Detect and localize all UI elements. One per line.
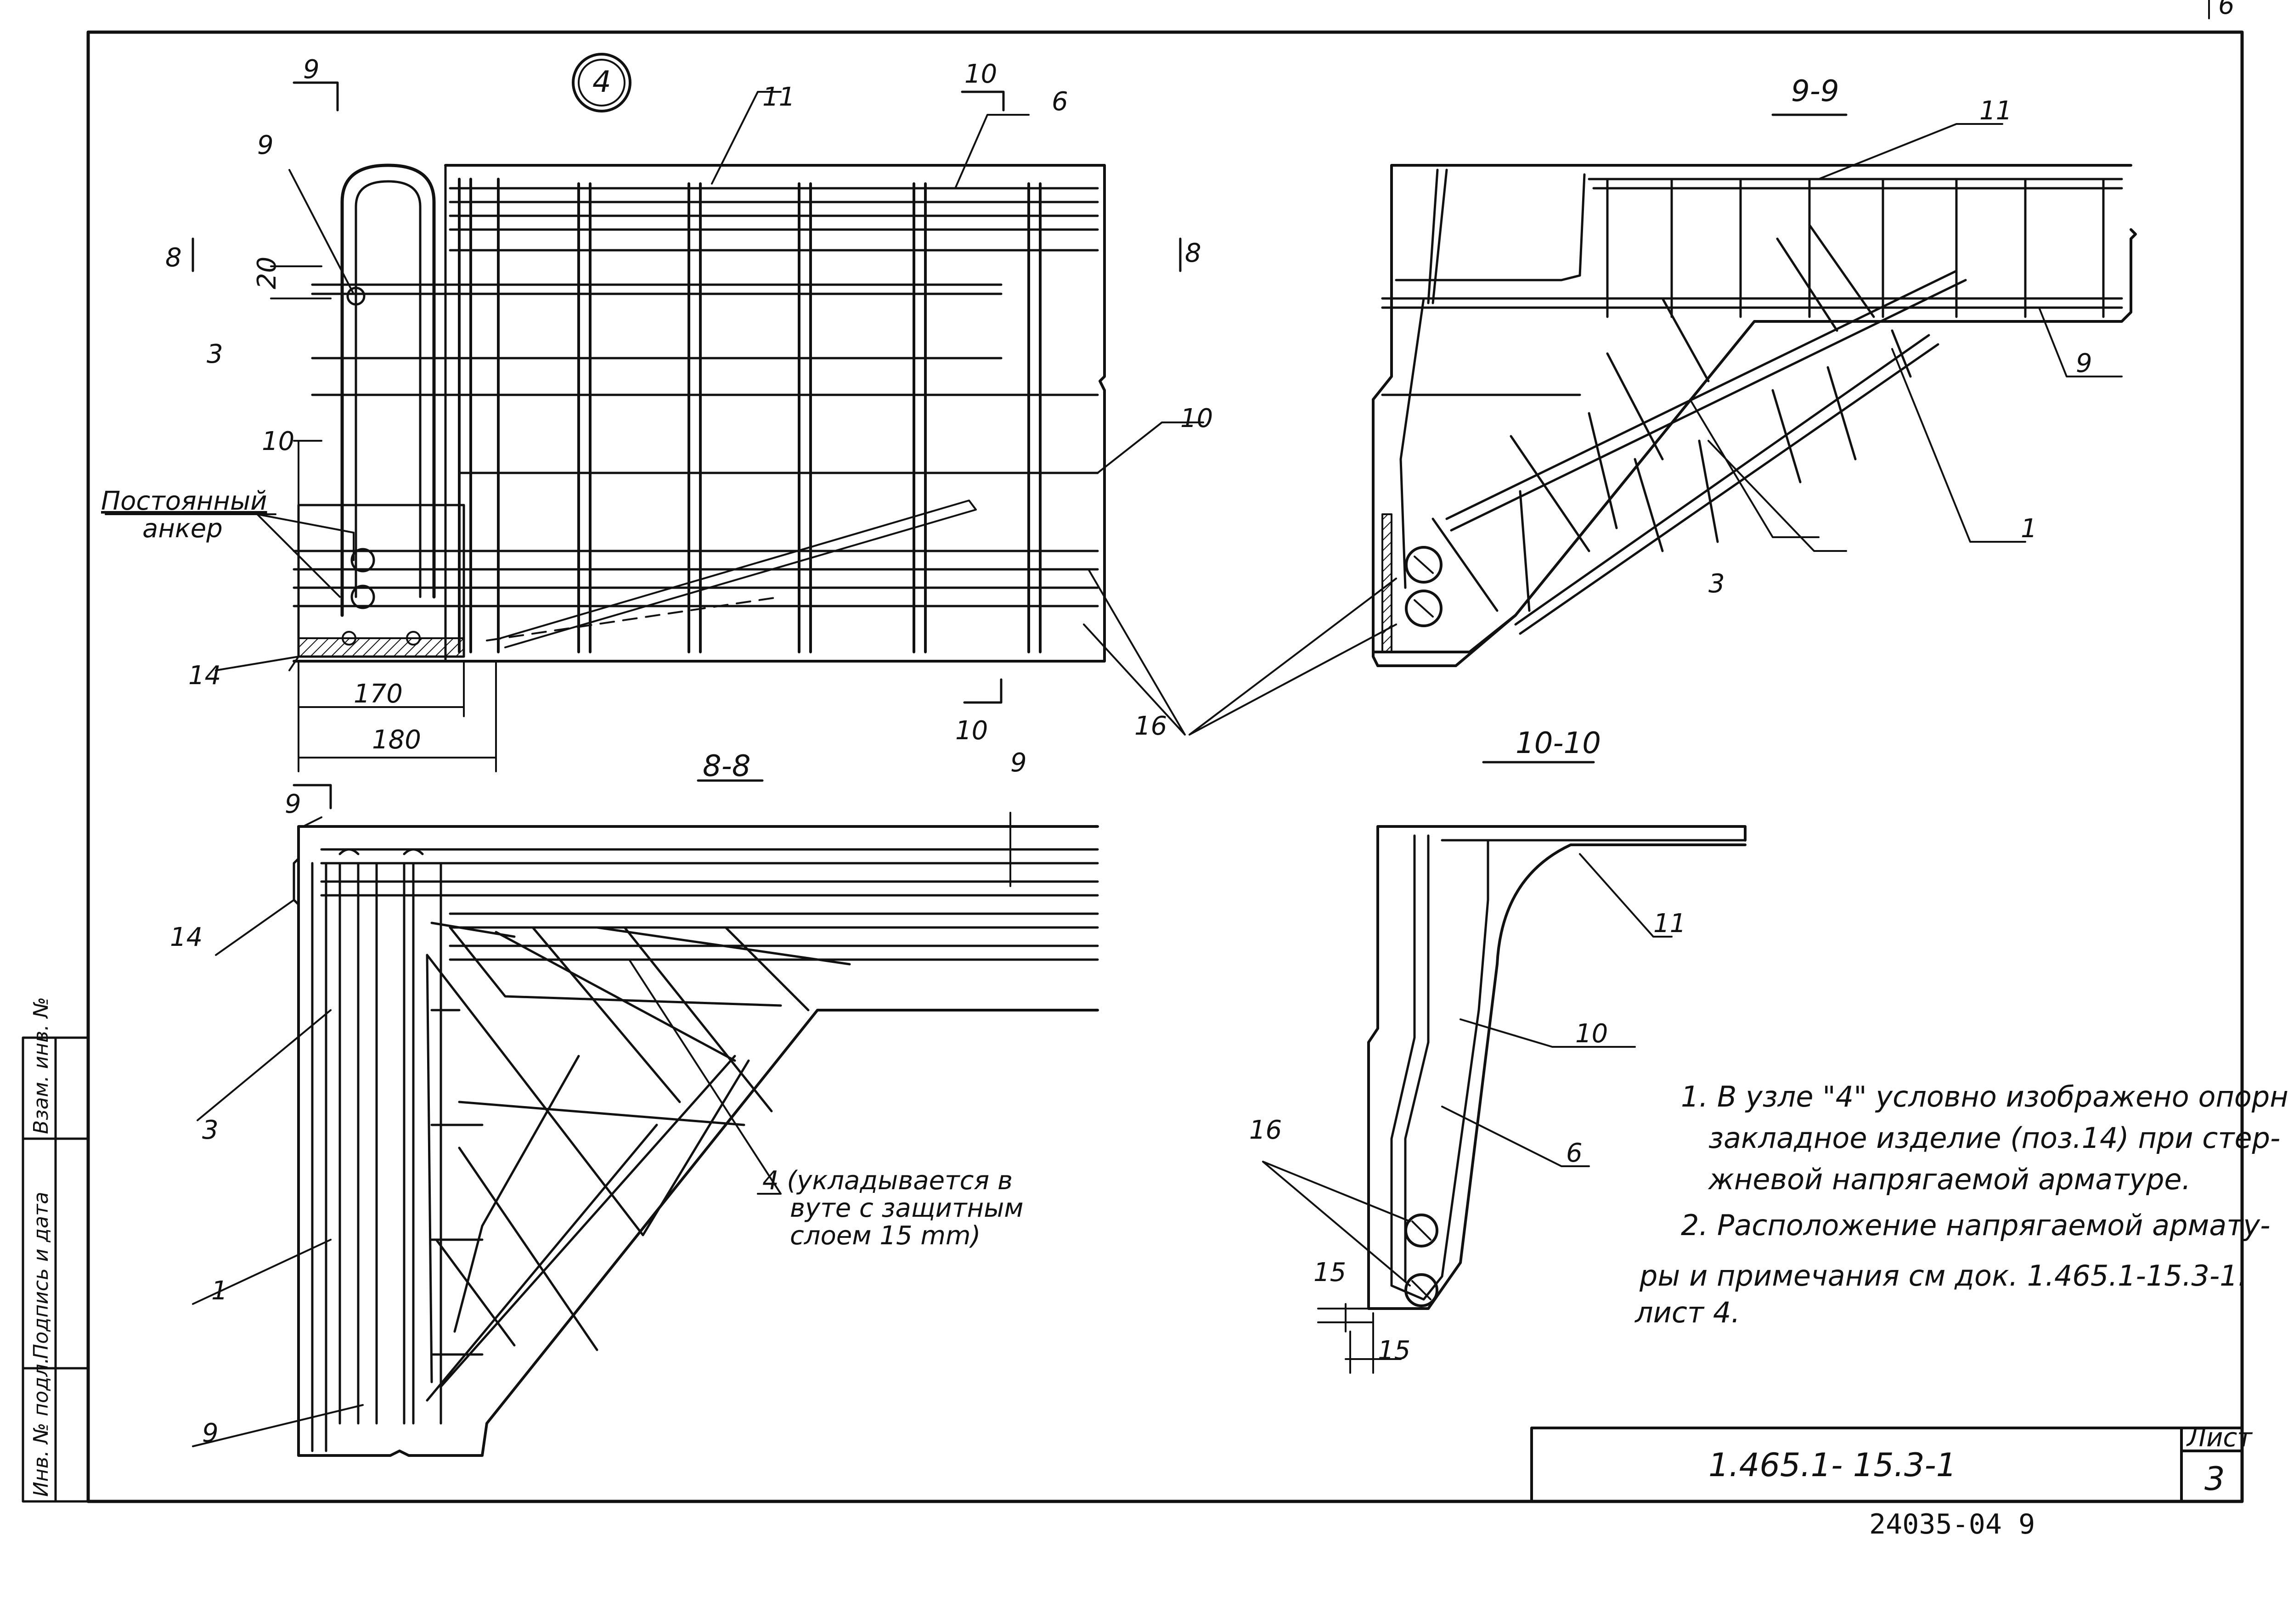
callout-6-s1010: 6 bbox=[1566, 1138, 1583, 1168]
note-line-1: 1. В узле "4" условно изображено опорное bbox=[1681, 1080, 2288, 1113]
side-col-signature-date: Подпись и дата bbox=[29, 1192, 53, 1359]
callout-10-s1010: 10 bbox=[1575, 1019, 1608, 1049]
section-10-10 bbox=[1262, 761, 1747, 1374]
corner-mark: 6 bbox=[2218, 0, 2235, 20]
note-line-4: 2. Расположение напрягаемой армату- bbox=[1681, 1208, 2270, 1242]
section-title-8-8: 8-8 bbox=[703, 749, 751, 783]
section-title-9-9: 9-9 bbox=[1791, 74, 1839, 108]
cut-mark-9-top: 9 bbox=[303, 55, 320, 84]
dim-15-vertical: 15 bbox=[1313, 1258, 1346, 1287]
note-line-2: закладное изделие (поз.14) при стер- bbox=[1708, 1121, 2280, 1155]
side-column-text: Инв. № подл. Подпись и дата Взам. инв. № bbox=[29, 997, 53, 1497]
dim-10: 10 bbox=[262, 427, 294, 456]
note-line-3: жневой напрягаемой арматуре. bbox=[1708, 1163, 2191, 1196]
dim-170: 170 bbox=[354, 679, 403, 709]
document-code: 1.465.1- 15.3-1 bbox=[1708, 1446, 1956, 1484]
callout-3-s99: 3 bbox=[1708, 569, 1725, 599]
title-block bbox=[1530, 1427, 2243, 1503]
cut-mark-9-bottom: 9 bbox=[285, 789, 301, 819]
callout-9-node: 9 bbox=[257, 130, 274, 160]
callout-11-node: 11 bbox=[762, 82, 795, 112]
callout-16-s1010: 16 bbox=[1249, 1115, 1282, 1145]
dim-15-horizontal: 15 bbox=[1378, 1336, 1410, 1366]
cut-mark-10-bottom: 10 bbox=[955, 716, 988, 746]
callout-16: 16 bbox=[1134, 711, 1167, 741]
sheet-frame bbox=[86, 0, 2244, 1503]
callout-9-s88: 9 bbox=[1010, 748, 1027, 778]
title-block-text: 1.465.1- 15.3-1 Лист 3 bbox=[1708, 1423, 2253, 1498]
anchor-label-line1: Постоянный bbox=[101, 486, 267, 516]
dim-180: 180 bbox=[372, 725, 421, 755]
section-title-10-10: 10-10 bbox=[1516, 726, 1601, 760]
callout-10-node: 10 bbox=[1180, 404, 1213, 433]
side-col-inv-number: Инв. № подл. bbox=[29, 1357, 53, 1497]
callout-9-s88-bottom: 9 bbox=[202, 1418, 219, 1448]
note-line-6: лист 4. bbox=[1634, 1296, 1740, 1329]
callout-11-s99: 11 bbox=[1979, 96, 2012, 126]
haunch-note-line2: вуте с защитным bbox=[790, 1193, 1024, 1223]
dim-20: 20 bbox=[252, 257, 282, 289]
anchor-label-line2: анкер bbox=[142, 514, 223, 544]
callout-1-s99: 1 bbox=[2021, 514, 2037, 544]
callout-9-s99: 9 bbox=[2076, 348, 2092, 378]
section-9-9 bbox=[1189, 113, 2137, 736]
callout-1-s88: 1 bbox=[211, 1276, 228, 1306]
callout-3-s88: 3 bbox=[202, 1115, 219, 1145]
callout-6-node: 6 bbox=[1052, 87, 1068, 117]
node-4-elevation bbox=[105, 53, 1204, 809]
labels: 4 9-9 8-8 10-10 9 10 10 9 8 8 9 11 6 3 1… bbox=[101, 55, 2092, 1448]
node-circle bbox=[572, 53, 631, 112]
general-notes: 1. В узле "4" условно изображено опорное… bbox=[1634, 1080, 2288, 1329]
note-line-5: ры и примечания см док. 1.465.1-15.3-1. bbox=[1639, 1259, 2247, 1292]
node-number: 4 bbox=[592, 65, 611, 99]
cut-mark-8-right: 8 bbox=[1185, 238, 1201, 268]
haunch-note-line1: 4 (укладывается в bbox=[762, 1166, 1013, 1196]
callout-3-node: 3 bbox=[207, 339, 223, 369]
sheet-label: Лист bbox=[2186, 1423, 2253, 1453]
cut-mark-8-left: 8 bbox=[165, 243, 182, 273]
callout-14-node: 14 bbox=[188, 661, 221, 691]
side-column bbox=[22, 1036, 90, 1503]
section-8-8 bbox=[192, 779, 1099, 1457]
archive-stamp: 24035-04 9 bbox=[1869, 1508, 2035, 1540]
sheet-number: 3 bbox=[2204, 1460, 2225, 1498]
haunch-note-line3: слоем 15 mm) bbox=[790, 1221, 981, 1251]
cut-mark-10-top: 10 bbox=[964, 59, 997, 89]
side-col-replace-inv: Взам. инв. № bbox=[29, 997, 53, 1134]
callout-11-s1010: 11 bbox=[1653, 909, 1686, 938]
callout-14-s88: 14 bbox=[170, 922, 203, 952]
